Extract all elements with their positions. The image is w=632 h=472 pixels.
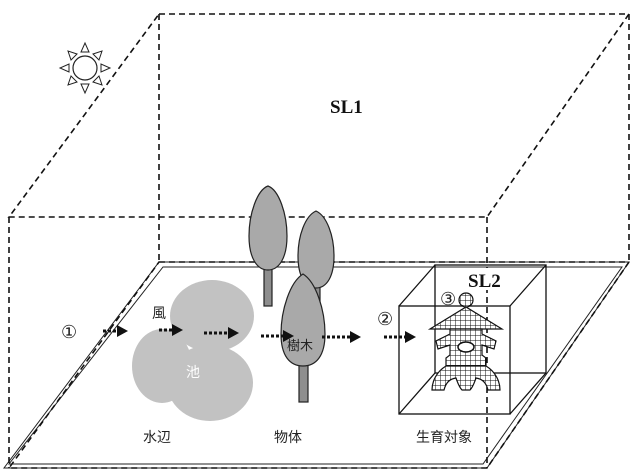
plant-core-icon bbox=[458, 342, 474, 352]
sl2-label: SL2 bbox=[468, 271, 501, 292]
step-3-label: ③ bbox=[440, 289, 456, 310]
wind-arrow-icon bbox=[384, 331, 416, 343]
pond-shape bbox=[132, 280, 254, 421]
sl1-label: SL1 bbox=[330, 97, 363, 118]
wind-label: 風 bbox=[152, 306, 166, 322]
target-label: 生育対象 bbox=[416, 430, 472, 446]
step-2-label: ② bbox=[377, 309, 393, 330]
wind-arrow-icon bbox=[322, 331, 361, 343]
pond-label: 池 bbox=[186, 365, 200, 381]
object-label: 物体 bbox=[274, 430, 302, 446]
waterside-label: 水辺 bbox=[143, 430, 171, 446]
tree-back-left bbox=[249, 186, 287, 306]
trees-label: 樹木 bbox=[287, 339, 313, 354]
step-1-label: ① bbox=[61, 322, 77, 343]
sun-icon bbox=[60, 43, 110, 93]
